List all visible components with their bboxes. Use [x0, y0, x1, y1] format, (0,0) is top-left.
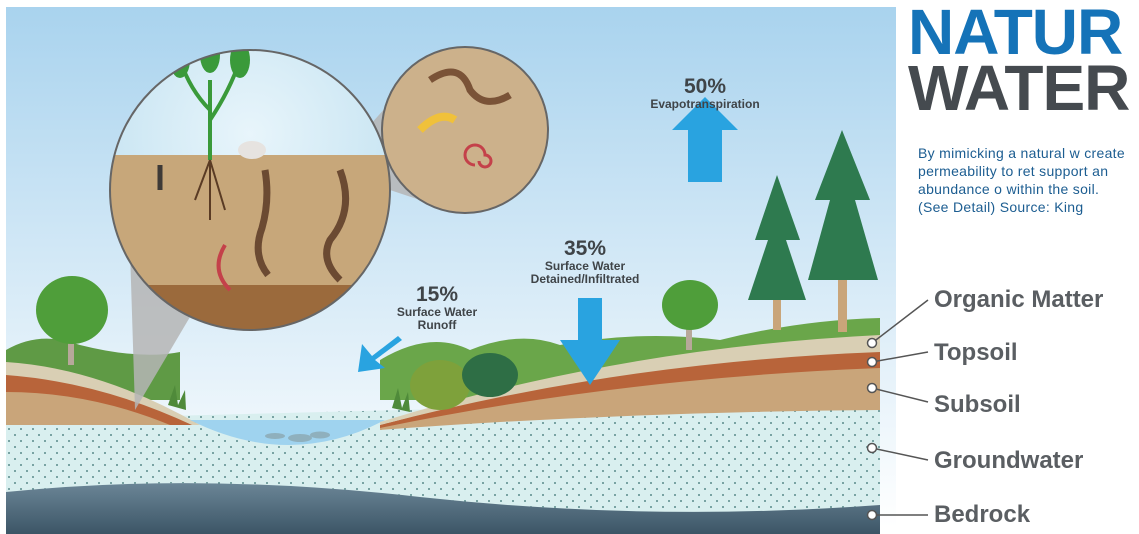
evergreen-tree-icon	[808, 130, 878, 332]
pond	[190, 420, 385, 445]
infiltration-stat: 35% Surface Water Detained/Infiltrated	[510, 238, 660, 286]
infiltration-arrow-icon	[560, 298, 620, 385]
stat-label: Surface Water	[544, 259, 626, 273]
stat-label: Surface Water	[396, 305, 478, 319]
deciduous-tree-icon	[662, 280, 718, 350]
left-bank-topsoil	[6, 372, 195, 425]
stat-percent: 50%	[683, 75, 727, 98]
stat-label: Detained/Infiltrated	[530, 272, 640, 286]
fish-icon	[265, 431, 330, 442]
grass-icon	[168, 385, 186, 410]
layer-label-topsoil: Topsoil	[934, 339, 1018, 366]
evergreen-tree-icon	[748, 175, 806, 330]
deciduous-tree-icon	[36, 276, 108, 365]
shrub-icon	[462, 353, 518, 397]
layer-label-groundwater: Groundwater	[934, 447, 1084, 474]
left-bank-organic	[6, 362, 200, 425]
right-bank-subsoil	[380, 362, 880, 430]
layer-label-bedrock: Bedrock	[934, 501, 1031, 528]
stat-label: Runoff	[417, 318, 457, 332]
bedrock-layer	[6, 480, 880, 534]
layer-pointers	[866, 299, 929, 521]
description: By mimicking a natural w create permeabi…	[918, 144, 1139, 216]
evapotranspiration-arrow-icon	[672, 97, 738, 182]
stat-label: Evapotranspiration	[650, 97, 760, 111]
shrub-icon	[410, 360, 470, 410]
runoff-stat: 15% Surface Water Runoff	[382, 284, 492, 332]
description-source: (See Detail) Source: King	[918, 199, 1084, 215]
stat-percent: 35%	[563, 237, 607, 260]
title-line-2: WATER	[908, 52, 1130, 124]
evapotranspiration-stat: 50% Evapotranspiration	[630, 76, 780, 111]
microorganism-detail-bubble	[382, 47, 548, 213]
right-bank-organic	[380, 335, 880, 425]
layer-label-organic-matter: Organic Matter	[934, 286, 1104, 313]
stat-percent: 15%	[415, 283, 459, 306]
description-text: By mimicking a natural w create permeabi…	[918, 145, 1125, 197]
layer-label-subsoil: Subsoil	[934, 391, 1021, 418]
grass-icon	[392, 388, 410, 412]
title-line-1: NATUR	[908, 0, 1123, 68]
right-bank-topsoil	[380, 350, 880, 428]
runoff-arrow-icon	[358, 336, 402, 372]
